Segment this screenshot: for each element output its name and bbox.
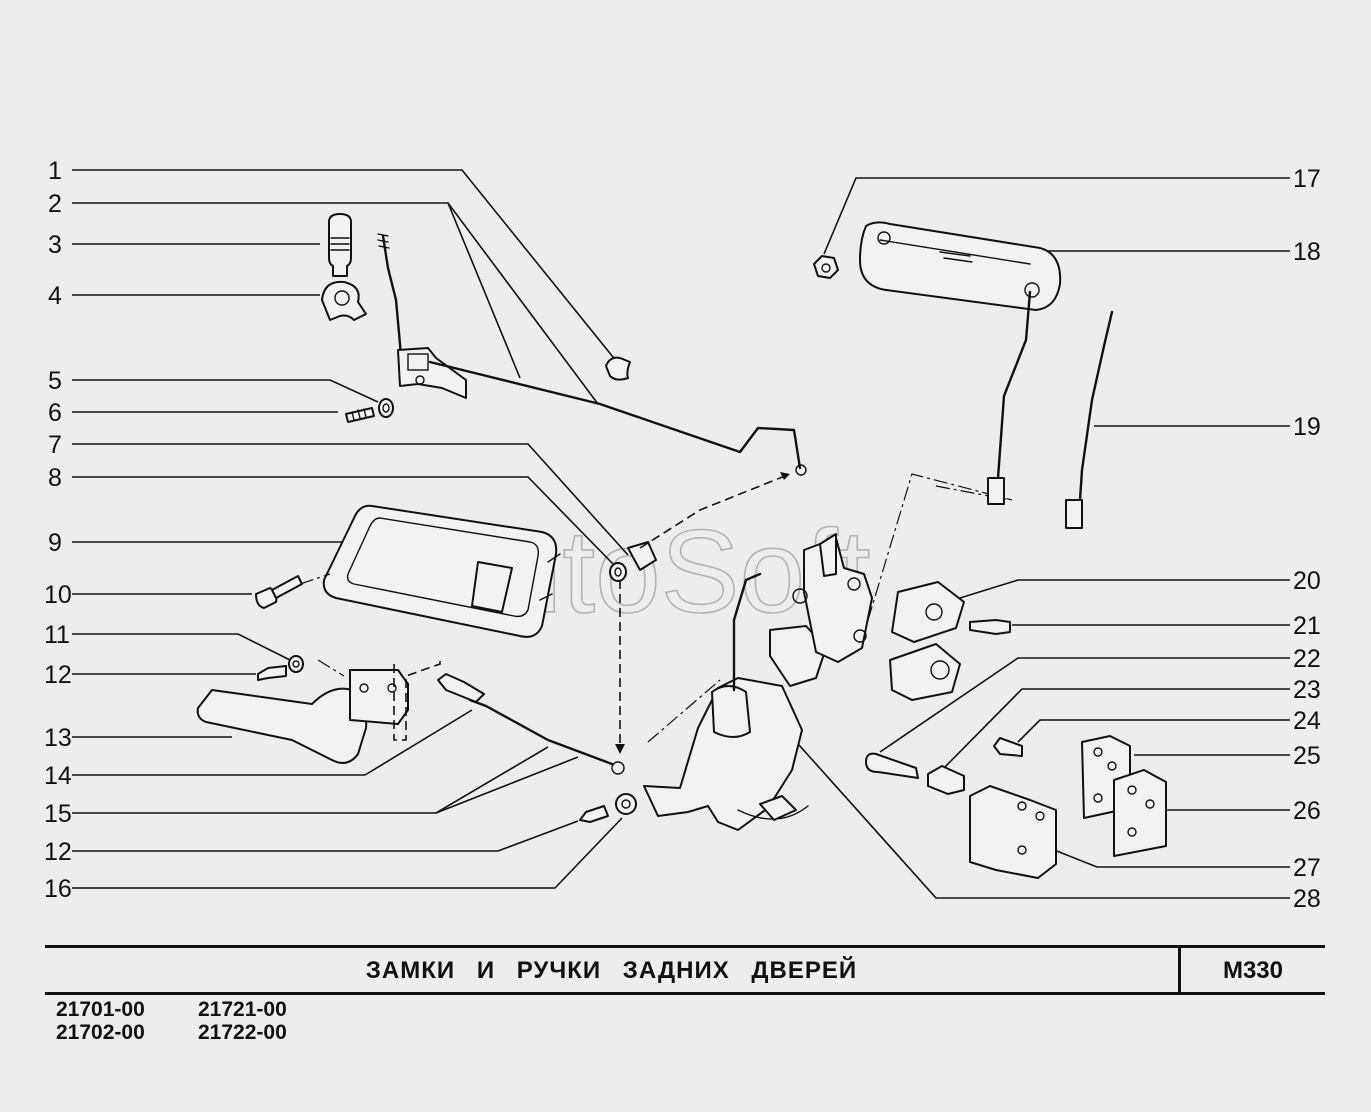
callout-label: 19 [1293,413,1321,441]
callout-label: 11 [44,621,70,649]
washer-5 [378,398,394,418]
knob-guide [321,280,367,321]
washer-11 [288,655,304,673]
callout-label: 28 [1293,885,1321,913]
callout-label: 26 [1293,797,1321,825]
callout-label: 18 [1293,238,1321,266]
callout-label: 15 [44,800,72,828]
clip-7 [627,541,657,571]
callout-label: 5 [48,367,62,395]
callout-label: 24 [1293,707,1321,735]
callout-label: 27 [1293,854,1321,882]
screw-12-upper [257,665,287,681]
screw-21 [969,619,1011,635]
page-title: ЗАМКИ И РУЧКИ ЗАДНИХ ДВЕРЕЙ [365,957,858,984]
callout-label: 6 [48,399,62,427]
inner-handle [196,660,441,764]
callout-label: 25 [1293,742,1321,770]
washer-8 [609,562,627,582]
door-lock-assembly [643,533,873,831]
callout-label: 13 [44,724,72,752]
leader-lines-right [781,177,1290,899]
title-divider [1178,948,1181,992]
bolt-10 [255,575,303,609]
callout-labels-left: 1 2 3 4 5 6 7 8 9 10 11 12 13 14 15 12 1… [44,157,72,903]
title-bar: ЗАМКИ И РУЧКИ ЗАДНИХ ДВЕРЕЙ М330 [45,945,1325,995]
model-code: 21701-00 [56,998,145,1021]
striker-pin-22 [865,752,919,779]
lock-knob [328,213,352,277]
lock-cover-20 [889,581,965,701]
callout-labels-right: 17 18 19 20 21 22 23 24 25 26 27 28 [1293,165,1321,913]
long-rod [428,360,807,476]
model-code: 21702-00 [56,1021,145,1044]
callout-label: 22 [1293,645,1321,673]
lever-bracket [397,347,467,399]
screw-6 [345,407,375,423]
striker-plate-27 [969,785,1057,879]
inner-handle-rod [437,673,625,775]
callout-label: 8 [48,464,62,492]
callout-label: 23 [1293,676,1321,704]
callout-label: 9 [48,529,62,557]
callout-label: 20 [1293,567,1321,595]
leader-lines-left [72,169,629,889]
screw-12-lower [579,805,609,823]
nut-17 [813,255,839,279]
callout-label: 10 [44,581,72,609]
callout-label: 17 [1293,165,1321,193]
callout-label: 7 [48,431,62,459]
callout-label: 14 [44,762,72,790]
callout-label: 21 [1293,612,1321,640]
callout-label: 4 [48,282,62,310]
callout-label: 3 [48,231,62,259]
screw-24 [993,737,1023,757]
callout-label: 12 [44,661,72,689]
page-code: М330 [1222,957,1284,984]
callout-label: 1 [48,157,62,185]
handle-escutcheon [322,504,561,638]
rod-clip [605,356,631,381]
callout-label: 2 [48,190,62,218]
callout-label: 12 [44,838,72,866]
plate-26 [1113,769,1167,857]
model-code: 21721-00 [198,998,287,1021]
outer-handle-rods [987,290,1114,529]
star-washer-16 [615,793,637,815]
callout-label: 16 [44,875,72,903]
outer-handle [859,221,1062,311]
sleeve-23 [927,765,965,795]
model-code: 21722-00 [198,1021,287,1044]
